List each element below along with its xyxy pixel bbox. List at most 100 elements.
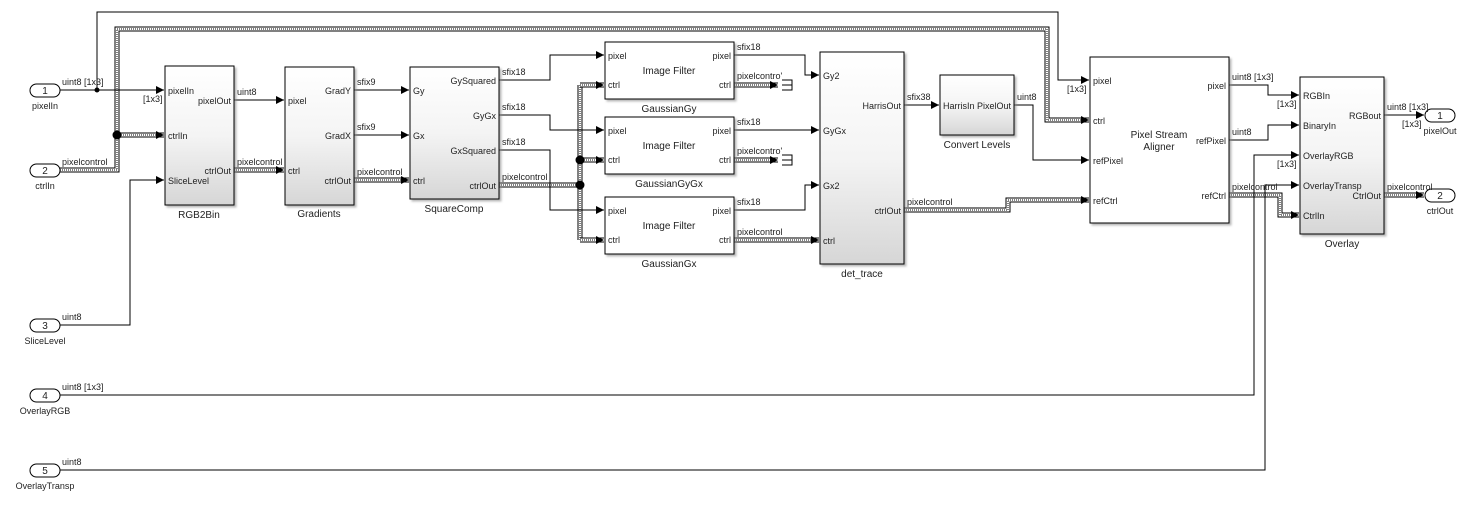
port-label: OverlayTransp: [1303, 181, 1362, 191]
port-label: pixelOut: [198, 96, 232, 106]
port-name: SliceLevel: [24, 336, 65, 346]
port-label: ctrl: [823, 236, 835, 246]
port-label: Gy2: [823, 71, 840, 81]
signal-label: pixelcontrol: [1232, 182, 1278, 192]
signal-label: sfix18: [737, 197, 761, 207]
signal-lines: [60, 11, 1424, 471]
port-number: 5: [42, 466, 48, 477]
port-label: pixel: [712, 51, 731, 61]
port-label: refPixel: [1196, 136, 1226, 146]
signal-label: uint8: [1232, 127, 1252, 137]
signal-label: pixelcontrol: [1387, 182, 1433, 192]
signal-label: sfix18: [502, 67, 526, 77]
port-label: PixelOut: [977, 101, 1012, 111]
block-det-trace[interactable]: Gy2 GyGx Gx2 ctrl HarrisOut ctrlOut det_…: [819, 51, 905, 280]
branch-point: [575, 155, 585, 165]
block-gaussian-gy[interactable]: pixel ctrl pixel ctrl Image Filter Gauss…: [604, 41, 735, 115]
port-name: ctrlOut: [1427, 206, 1454, 216]
signal-line: [734, 54, 819, 79]
branch-point: [112, 130, 122, 140]
port-label: ctrl: [608, 155, 620, 165]
terminator-icon: [782, 154, 793, 166]
port-label: pixel: [608, 126, 627, 136]
dim-label: [1x3]: [1067, 84, 1087, 94]
block-overlay[interactable]: RGBIn BinaryIn OverlayRGB OverlayTransp …: [1299, 76, 1385, 250]
bus-line: [1384, 191, 1424, 199]
inport-2[interactable]: 2 ctrlIn: [29, 163, 61, 191]
port-name: OverlayRGB: [20, 406, 71, 416]
port-label: pixel: [712, 206, 731, 216]
port-name: pixelOut: [1423, 126, 1457, 136]
port-label: GyGx: [823, 126, 847, 136]
inport-5[interactable]: 5 OverlayTransp: [16, 463, 75, 491]
port-label: Gy: [413, 86, 425, 96]
bus-ctrlin-branch: [114, 26, 1089, 135]
block-gaussian-gygx[interactable]: pixel ctrl pixel ctrl Image Filter Gauss…: [604, 116, 735, 190]
signal-label: pixelcontrol: [502, 172, 548, 182]
block-squarecomp[interactable]: Gy Gx ctrl GySquared GyGx GxSquared ctrl…: [409, 66, 500, 215]
signal-line: [734, 181, 819, 211]
block-name: GaussianGyGx: [635, 179, 703, 190]
wire-pixelin-branch: [96, 11, 1089, 90]
port-number: 2: [42, 166, 48, 177]
signal-line: [1014, 104, 1089, 164]
port-label: HarrisOut: [862, 101, 901, 111]
inport-3[interactable]: 3 SliceLevel: [24, 318, 66, 346]
signal-label: uint8: [62, 312, 82, 322]
inport-1[interactable]: 1 pixelIn: [29, 83, 61, 111]
signal-label: uint8 [1x3]: [1387, 102, 1429, 112]
block-pixel-stream-aligner[interactable]: pixel ctrl refPixel refCtrl pixel refPix…: [1089, 56, 1230, 224]
port-label: ctrl: [608, 235, 620, 245]
block-convert-levels[interactable]: HarrisIn PixelOut Convert Levels: [939, 74, 1015, 151]
port-label: OverlayRGB: [1303, 151, 1354, 161]
outport-1[interactable]: 1 pixelOut: [1423, 108, 1457, 136]
branch-point: [94, 87, 100, 93]
port-label: ctrlIn: [168, 131, 188, 141]
port-label: refCtrl: [1093, 196, 1118, 206]
block-gaussian-gx[interactable]: pixel ctrl pixel ctrl Image Filter Gauss…: [604, 196, 735, 270]
dim-label: [1x3]: [1402, 119, 1422, 129]
port-label: ctrlOut: [324, 176, 351, 186]
dim-label: [1x3]: [143, 94, 163, 104]
block-name: GaussianGx: [641, 259, 696, 270]
signal-line: [499, 114, 604, 134]
port-label: pixel: [288, 96, 307, 106]
port-label: BinaryIn: [1303, 121, 1336, 131]
port-label: GySquared: [450, 76, 496, 86]
outport-2[interactable]: 2 ctrlOut: [1424, 188, 1456, 216]
port-label: GxSquared: [450, 146, 496, 156]
signal-label: pixelcontrol: [737, 227, 783, 237]
dim-label: [1x3]: [1277, 99, 1297, 109]
bus-line: [354, 176, 409, 184]
inport-4[interactable]: 4 OverlayRGB: [20, 388, 71, 416]
block-name: GaussianGy: [641, 104, 696, 115]
port-label: ctrl: [413, 176, 425, 186]
port-label: GradY: [325, 86, 351, 96]
signal-label: uint8: [1017, 92, 1037, 102]
port-label: CtrlOut: [1352, 191, 1381, 201]
signal-label: uint8: [62, 457, 82, 467]
port-label: pixel: [1093, 76, 1112, 86]
port-label: RGBIn: [1303, 91, 1330, 101]
block-rgb2bin[interactable]: pixelIn ctrlIn SliceLevel pixelOut ctrlO…: [164, 65, 235, 221]
signal-label: uint8 [1x3]: [62, 382, 104, 392]
port-label: ctrl: [1093, 116, 1105, 126]
port-label: ctrlOut: [204, 166, 231, 176]
port-name: pixelIn: [32, 101, 58, 111]
signal-label: uint8: [237, 87, 257, 97]
signal-label: pixelcontro': [737, 71, 783, 81]
signal-line: [499, 149, 604, 214]
block-gradients[interactable]: pixel ctrl GradY GradX ctrlOut Gradients: [284, 66, 355, 220]
block-name: Overlay: [1325, 239, 1359, 250]
port-label: RGBout: [1349, 111, 1382, 121]
block-name: Gradients: [297, 209, 340, 220]
port-label: pixel: [1207, 81, 1226, 91]
block-body-text: Pixel Stream: [1131, 130, 1188, 141]
port-label: pixel: [608, 206, 627, 216]
port-label: refPixel: [1093, 156, 1123, 166]
bus-ctrlin: [60, 131, 164, 173]
port-label: refCtrl: [1202, 191, 1227, 201]
signal-label: sfix9: [357, 77, 376, 87]
port-number: 2: [1437, 191, 1443, 202]
